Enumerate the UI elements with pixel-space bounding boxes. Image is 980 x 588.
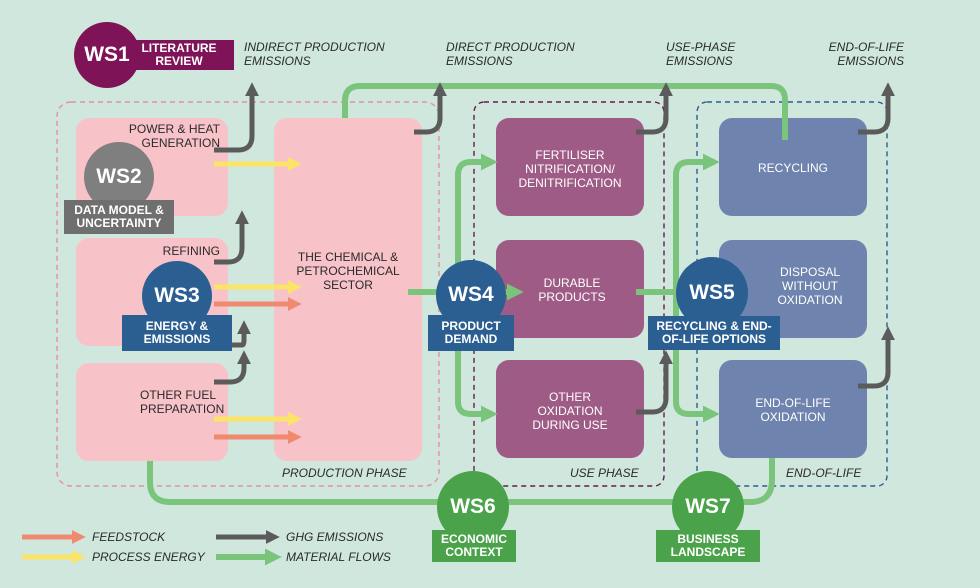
ws1-badge: WS1 <box>74 22 140 88</box>
ghg-arrow-chemical <box>414 82 447 135</box>
chemical-sector-box <box>274 118 422 461</box>
flow-to-eol-oxidation <box>673 292 720 423</box>
ghg-arrow-power <box>214 82 259 153</box>
disposal-label: DISPOSAL WITHOUT OXIDATION <box>777 265 843 307</box>
legend-feedstock-label: FEEDSTOCK <box>92 530 166 544</box>
header-end-of-life-emissions: END-OF-LIFE EMISSIONS <box>828 40 904 68</box>
ws6-tag: ECONOMIC CONTEXT <box>432 530 516 562</box>
ws7-tag: BUSINESS LANDSCAPE <box>656 530 760 562</box>
ghg-arrow-ws3 <box>232 320 251 348</box>
ws5-tag: RECYCLING & END-OF-LIFE OPTIONS <box>648 316 780 350</box>
end-of-life-label: END-OF-LIFE <box>786 466 862 480</box>
use-phase-frame <box>473 101 665 487</box>
fertiliser-box <box>496 118 644 216</box>
production-phase-label: PRODUCTION PHASE <box>282 466 407 480</box>
power-heat-label: POWER & HEAT GENERATION <box>128 122 220 150</box>
ghg-arrow-other-fuel <box>214 350 251 385</box>
other-fuel-box <box>76 363 228 461</box>
legend-material-label: MATERIAL FLOWS <box>286 550 391 564</box>
ghg-arrow-fertiliser <box>636 82 673 135</box>
ws2-tag: DATA MODEL & UNCERTAINTY <box>64 200 174 234</box>
eol-oxidation-label: END-OF-LIFE OXIDATION <box>755 396 831 424</box>
eol-oxidation-box <box>719 360 867 458</box>
header-use-phase-emissions: USE-PHASE EMISSIONS <box>666 40 736 68</box>
flow-to-fertiliser <box>455 153 498 292</box>
other-oxidation-label: OTHER OXIDATION DURING USE <box>532 390 608 432</box>
legend-ghg-label: GHG EMISSIONS <box>286 530 384 544</box>
header-indirect-emissions: INDIRECT PRODUCTION EMISSIONS <box>244 40 385 68</box>
fertiliser-label: FERTILISER NITRIFICATION/ DENITRIFICATIO… <box>518 148 622 190</box>
use-phase-label: USE PHASE <box>570 466 639 480</box>
legend-process-energy-label: PROCESS ENERGY <box>92 550 205 564</box>
disposal-box <box>719 240 867 338</box>
header-direct-emissions: DIRECT PRODUCTION EMISSIONS <box>446 40 575 68</box>
end-of-life-frame <box>696 101 888 487</box>
ws4-tag: PRODUCT DEMAND <box>428 315 514 351</box>
recycling-box <box>719 118 867 216</box>
durable-products-box <box>496 240 644 338</box>
durable-label: DURABLE PRODUCTS <box>538 276 606 304</box>
flow-to-recycling <box>673 153 720 292</box>
chemical-sector-label: THE CHEMICAL & PETROCHEMICAL SECTOR <box>296 250 400 292</box>
ws1-tag: LITERATURE REVIEW <box>124 40 234 70</box>
ghg-arrow-eol-oxidation <box>858 326 895 389</box>
refining-label: REFINING <box>162 244 220 258</box>
recycling-label: RECYCLING <box>757 161 828 175</box>
other-fuel-label: OTHER FUEL PREPARATION <box>140 388 225 416</box>
ghg-arrow-other-oxidation <box>636 350 673 415</box>
flow-to-other-oxidation <box>455 292 498 423</box>
ghg-arrow-recycling <box>858 82 895 135</box>
other-oxidation-box <box>496 360 644 458</box>
ws3-tag: ENERGY & EMISSIONS <box>122 315 232 351</box>
recycling-return-flow <box>336 83 788 138</box>
ghg-arrow-refining <box>214 210 249 265</box>
